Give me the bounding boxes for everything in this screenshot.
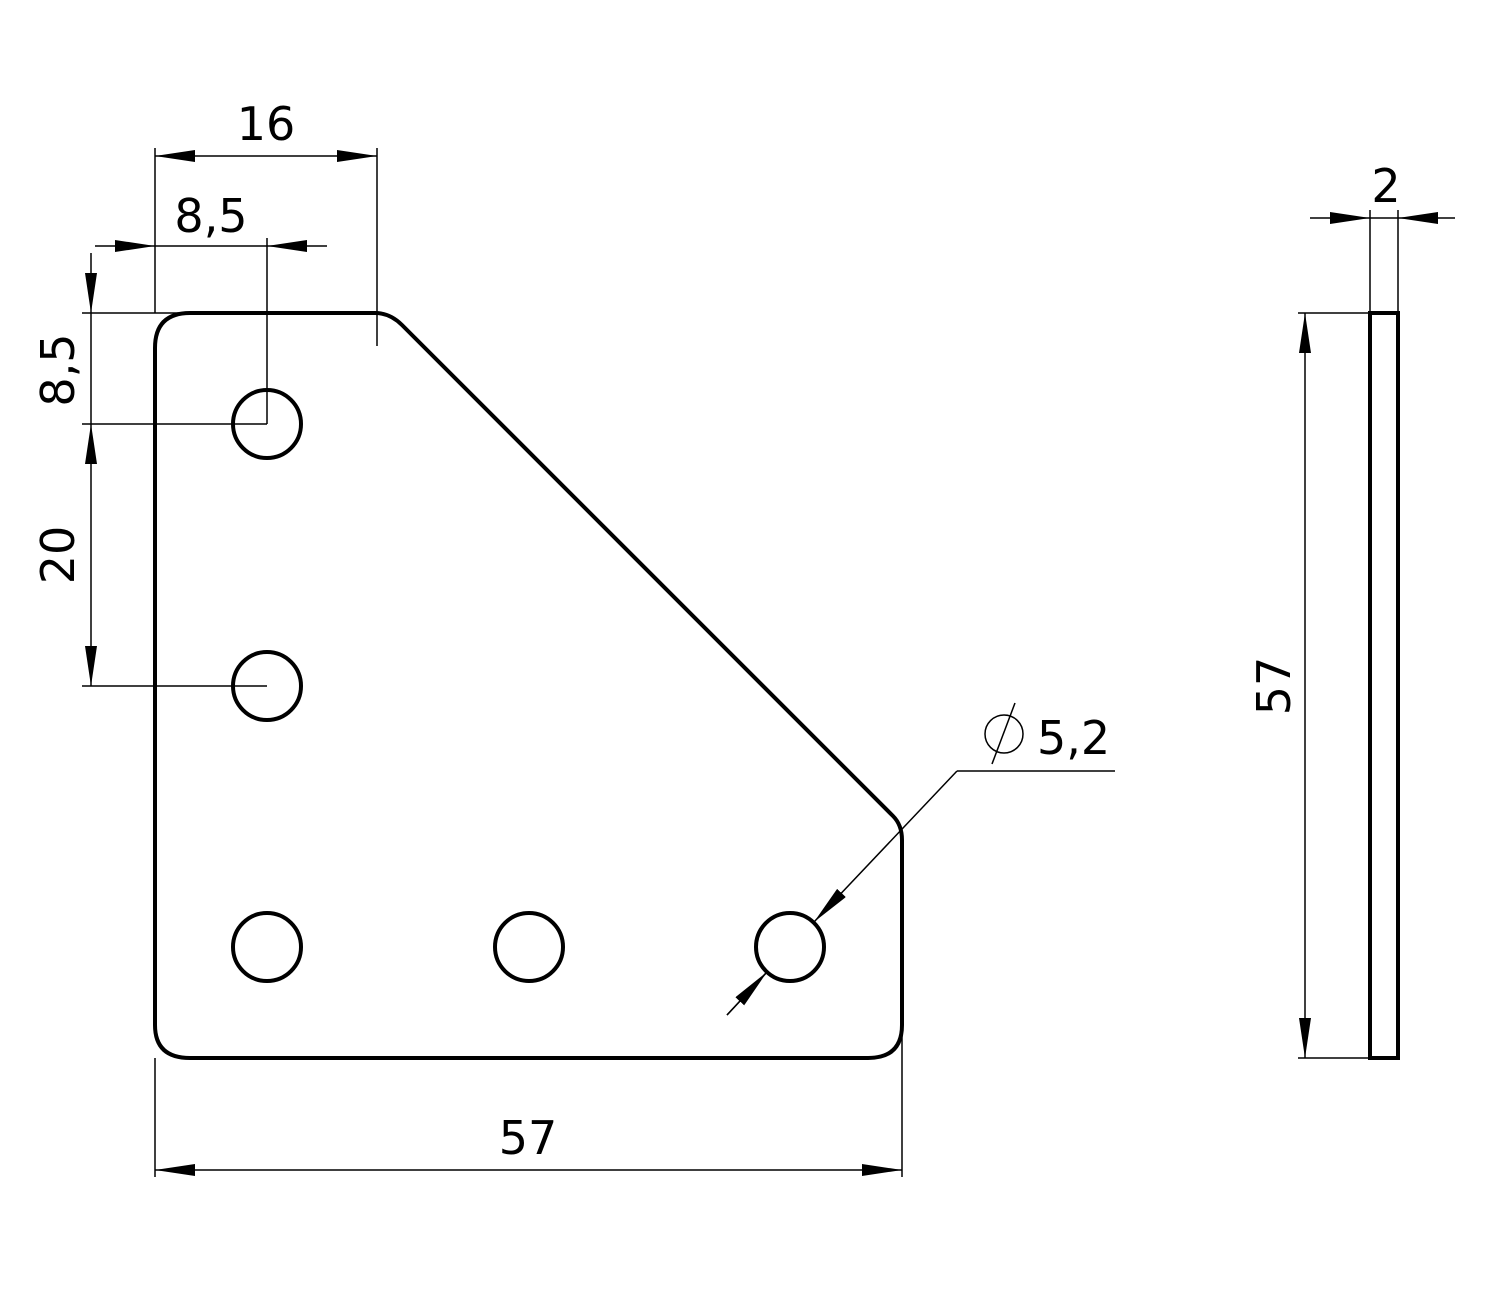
dimension-label: 5,2 [1037, 711, 1110, 765]
dimension-16: 16 [154, 97, 378, 346]
hole [231, 911, 303, 983]
side-view-outline [1368, 311, 1400, 1060]
plate-outline [153, 311, 904, 1060]
dimension-label: 57 [1247, 657, 1301, 716]
dimension-label: 20 [31, 526, 85, 585]
dimension-label: 2 [1371, 159, 1400, 213]
dimension-57-width: 57 [154, 840, 903, 1177]
hole [493, 911, 565, 983]
dimension-label: 57 [499, 1111, 558, 1165]
dimension-diameter: 5,2 [726, 702, 1115, 1016]
dimension-8-5-horizontal: 8,5 [95, 189, 327, 424]
dimension-label: 8,5 [31, 333, 85, 406]
dimension-side-height: 57 [1247, 312, 1370, 1059]
dimension-label: 8,5 [174, 189, 247, 243]
dimension-label: 16 [237, 97, 296, 151]
dimension-side-thickness: 2 [1310, 159, 1455, 313]
hole [754, 911, 826, 983]
diameter-icon [984, 702, 1024, 765]
dimension-vertical-left: 8,5 20 [31, 253, 267, 687]
holes [231, 388, 826, 983]
